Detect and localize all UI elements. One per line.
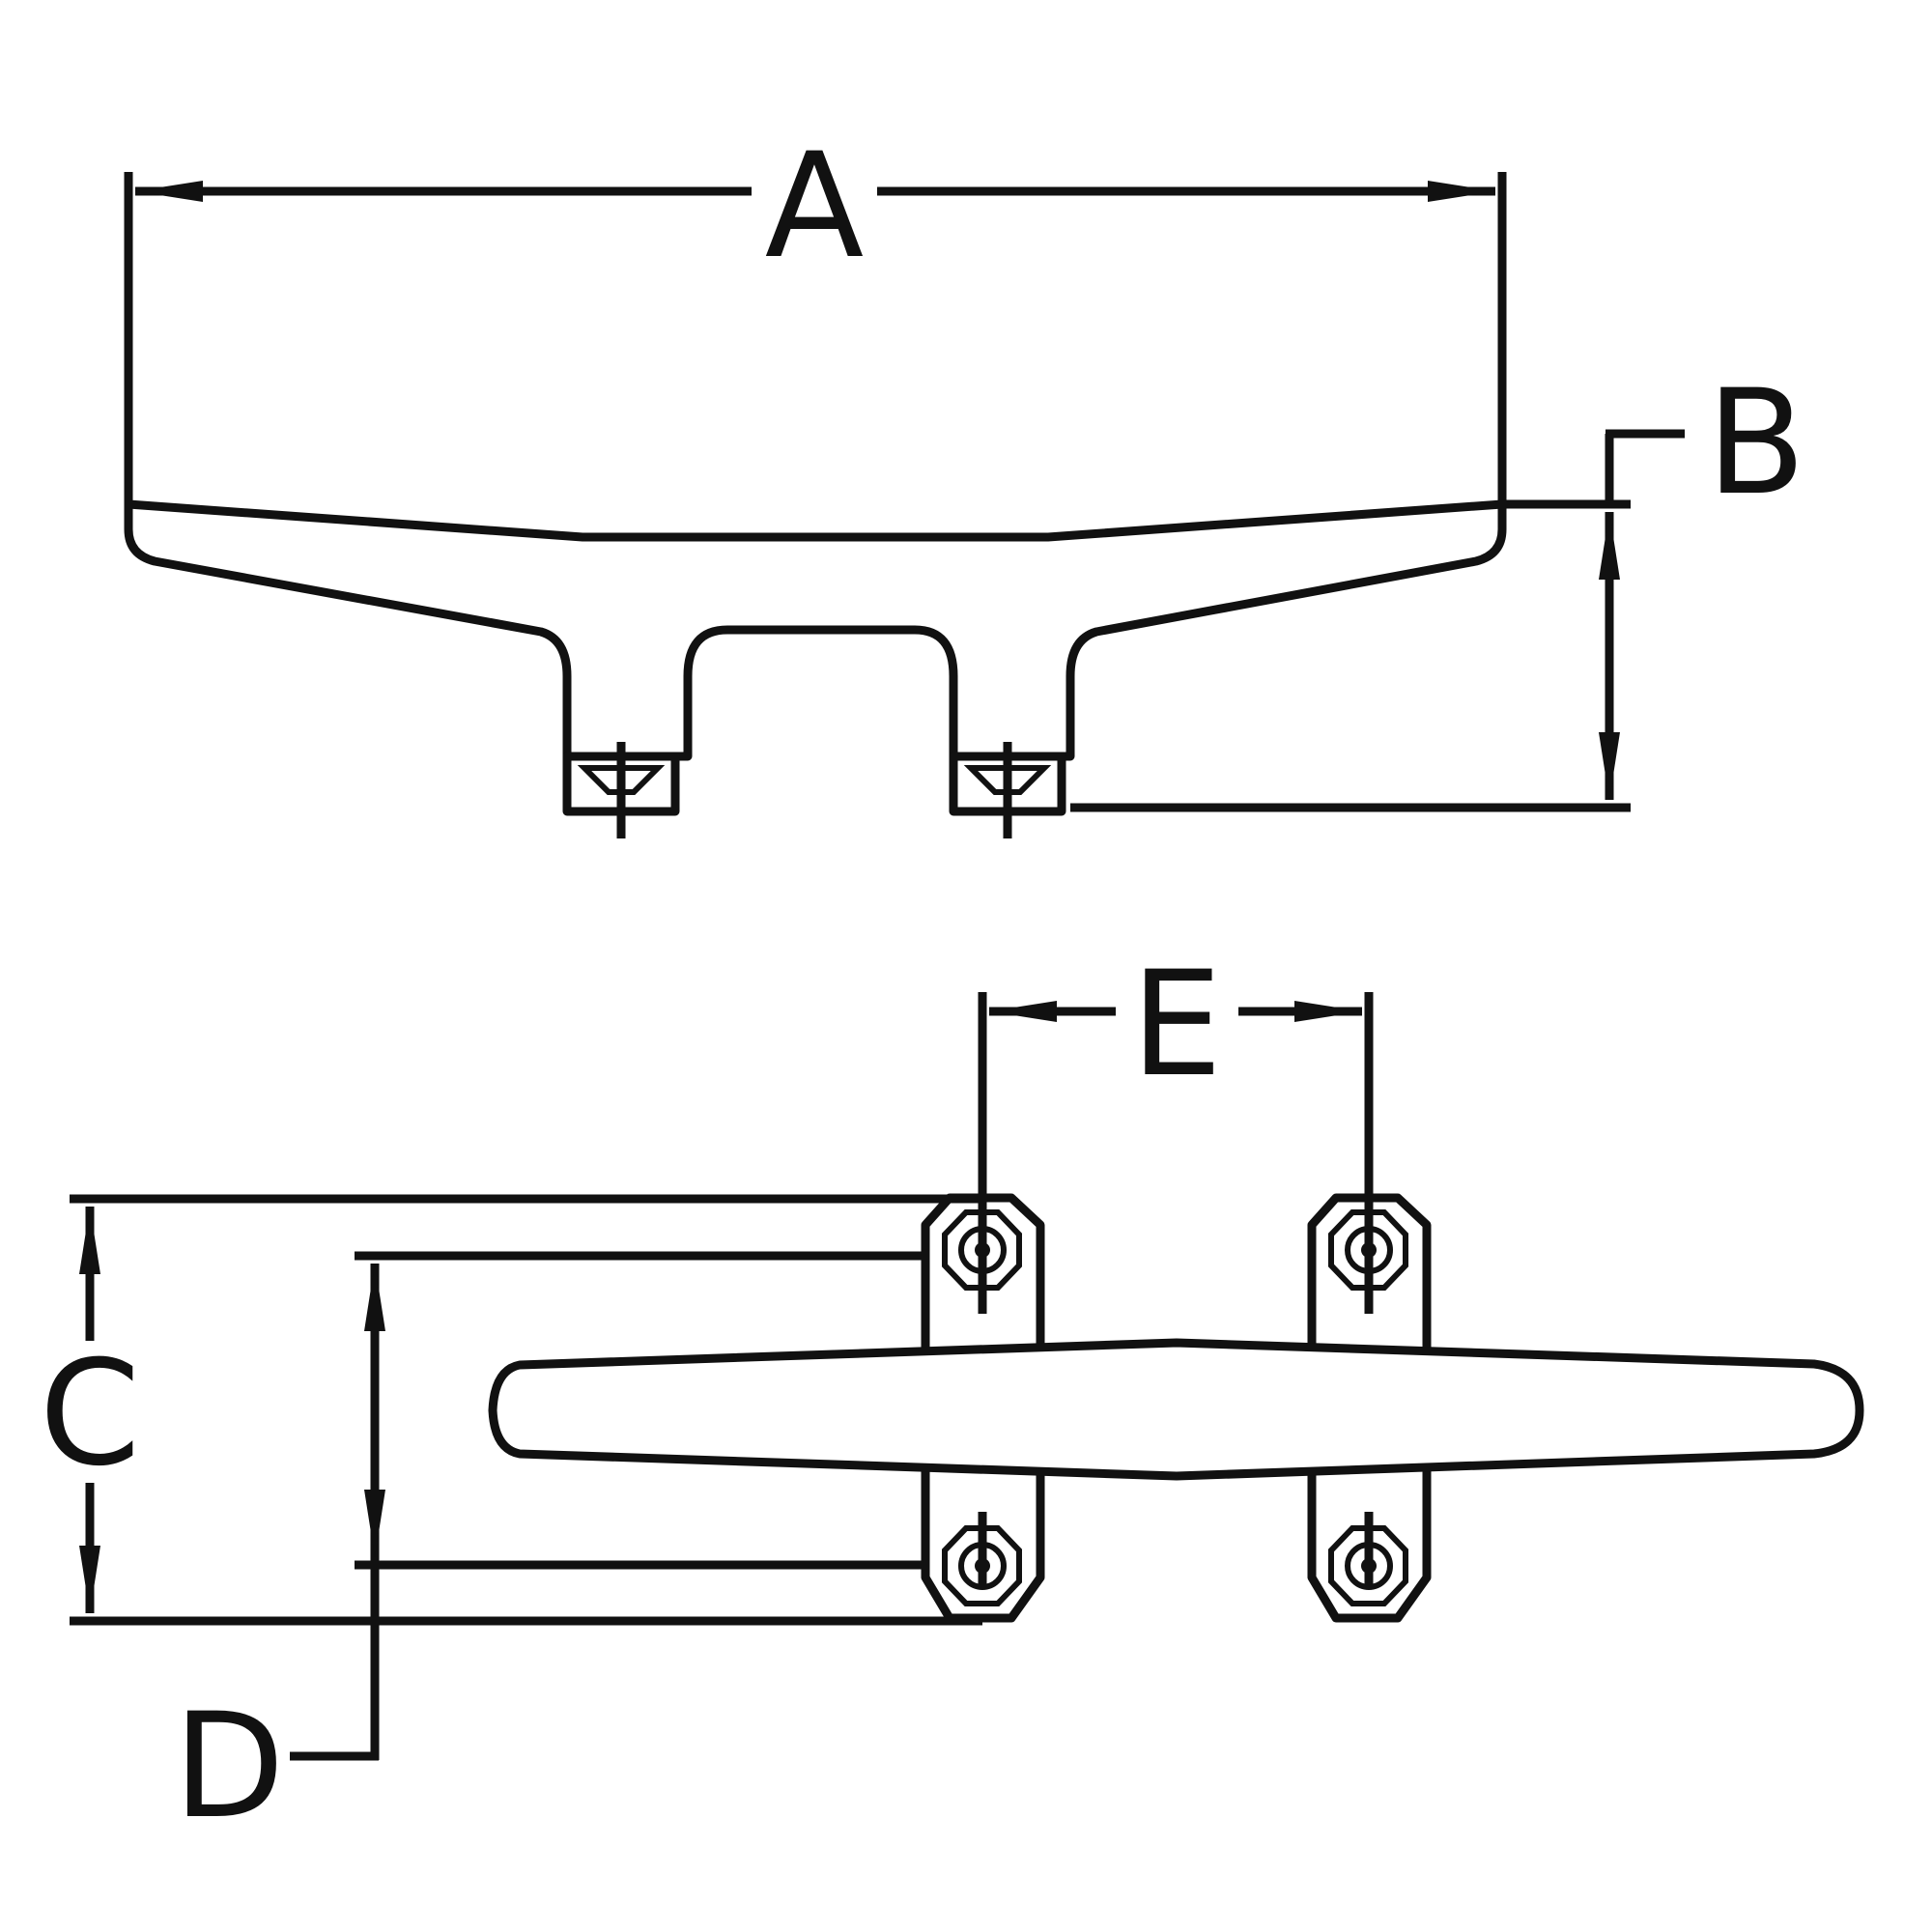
top-view: E C D (40, 941, 1864, 1851)
top-view-right-post (1307, 1193, 1432, 1623)
top-view-screw-bottom-right (1328, 1512, 1408, 1606)
dimension-e-label: E (1131, 941, 1223, 1109)
side-view: A B (124, 123, 1806, 838)
dimension-a: A (124, 123, 1507, 504)
dimension-a-arrow-right (1428, 181, 1495, 202)
side-view-cleat-body (124, 499, 1507, 761)
dimension-b-arrow-bottom (1599, 732, 1620, 800)
dimension-d-arrow-top (364, 1264, 385, 1331)
dimension-b-label: B (1707, 359, 1806, 527)
dimension-a-arrow-left (135, 181, 203, 202)
dimension-c-arrow-bottom (79, 1546, 100, 1613)
dimension-a-label: A (765, 123, 865, 291)
top-view-left-post (921, 1193, 1045, 1623)
dimension-e-arrow-right (1294, 1001, 1362, 1022)
top-view-screw-bottom-left (942, 1512, 1022, 1606)
dimension-d-label: D (173, 1683, 285, 1851)
dimension-c: C (40, 1194, 982, 1626)
dimension-b-arrow-top (1599, 512, 1620, 580)
side-view-left-screw (577, 742, 666, 838)
top-view-screw-top-left (942, 1198, 1022, 1314)
dimension-c-arrow-top (79, 1207, 100, 1274)
dimension-e-arrow-left (989, 1001, 1057, 1022)
top-view-cleat-horn (488, 1338, 1864, 1481)
side-view-right-screw (963, 742, 1052, 838)
dimension-e: E (978, 941, 1374, 1198)
dimension-c-label: C (40, 1330, 141, 1498)
top-view-screw-top-right (1328, 1198, 1408, 1314)
dimension-d: D (173, 1251, 925, 1851)
dimension-d-arrow-bottom (364, 1490, 385, 1557)
dimension-b: B (1070, 359, 1806, 812)
